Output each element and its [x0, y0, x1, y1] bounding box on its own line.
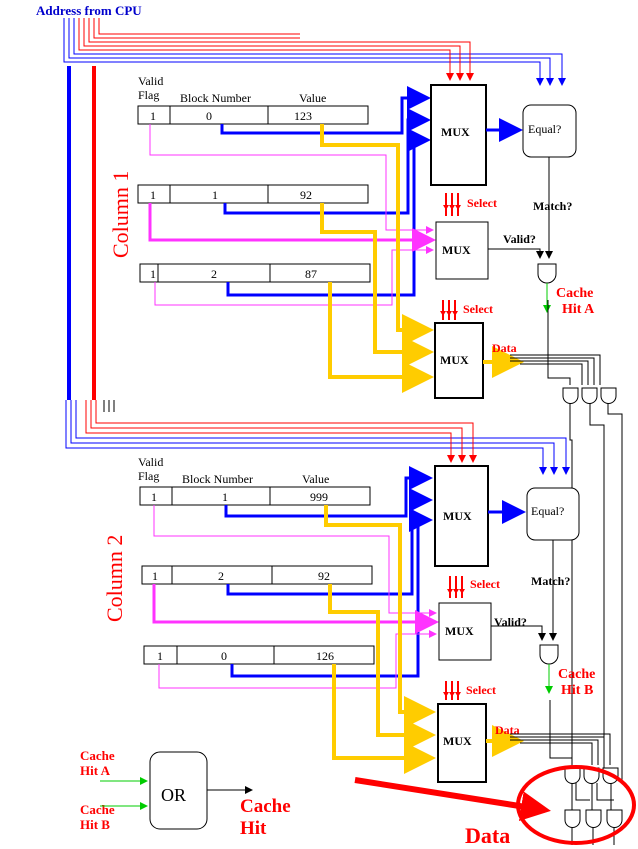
select-label: Select — [466, 683, 496, 697]
match-label: Match? — [533, 199, 572, 213]
or-input-a-label: Hit A — [80, 763, 111, 778]
hit-label: Cache — [558, 667, 595, 682]
row-value: 87 — [305, 267, 317, 281]
value-header: Value — [299, 91, 326, 105]
cache-row: 1 2 92 — [141, 565, 373, 585]
row-value: 92 — [318, 569, 330, 583]
mux-label: MUX — [443, 509, 472, 523]
cache-row: 1 1 92 — [137, 184, 369, 204]
row-block: 2 — [211, 267, 217, 281]
row-block: 1 — [222, 490, 228, 504]
column-title: Column 2 — [102, 535, 127, 622]
hit-label: Cache — [556, 286, 593, 301]
row-block: 0 — [221, 649, 227, 663]
valid-header: Valid — [138, 74, 163, 88]
row-flag: 1 — [150, 267, 156, 281]
row-value: 123 — [294, 109, 312, 123]
row-block: 0 — [206, 109, 212, 123]
match-label: Match? — [531, 574, 570, 588]
flag-header: Flag — [138, 88, 159, 102]
mux-label: MUX — [441, 125, 470, 139]
cache-row: 1 0 126 — [143, 645, 375, 665]
equal-label: Equal? — [528, 122, 561, 136]
row-flag: 1 — [152, 569, 158, 583]
value-header: Value — [302, 472, 329, 486]
column-title: Column 1 — [108, 171, 133, 258]
data-label: Data — [492, 341, 517, 355]
column-2: Valid Flag Block Number Value Column 2 1… — [65, 400, 623, 845]
cache-row: 1 1 999 — [139, 486, 371, 506]
column-1: Valid Flag Block Number Value Column 1 1… — [63, 18, 623, 780]
row-flag: 1 — [157, 649, 163, 663]
mux-label: MUX — [440, 353, 469, 367]
mux-label: MUX — [443, 734, 472, 748]
or-input-b-label: Cache — [80, 802, 115, 817]
or-output-label: Cache — [240, 796, 291, 817]
select-label: Select — [467, 196, 497, 210]
data-pointer-arrow — [354, 777, 551, 822]
valid-header: Valid — [138, 455, 163, 469]
row-value: 126 — [316, 649, 334, 663]
select-label: Select — [463, 302, 493, 316]
select-label: Select — [470, 577, 500, 591]
row-block: 1 — [212, 188, 218, 202]
block-number-header: Block Number — [180, 91, 251, 105]
row-flag: 1 — [151, 490, 157, 504]
or-input-b-label: Hit B — [80, 817, 110, 832]
or-input-a-label: Cache — [80, 748, 115, 763]
cache-row: 1 2 87 — [139, 263, 371, 283]
flag-header: Flag — [138, 469, 159, 483]
data-label: Data — [495, 723, 520, 737]
valid-check-label: Valid? — [503, 232, 536, 246]
or-gate: Cache Hit A Cache Hit B OR Cache Hit — [80, 748, 291, 839]
row-block: 2 — [218, 569, 224, 583]
row-value: 92 — [300, 188, 312, 202]
or-label: OR — [161, 785, 186, 805]
equal-label: Equal? — [531, 504, 564, 518]
row-flag: 1 — [150, 188, 156, 202]
cache-row: 1 0 123 — [137, 105, 369, 125]
row-flag: 1 — [150, 109, 156, 123]
data-output-label: Data — [465, 823, 510, 848]
hit-label: Hit A — [562, 302, 595, 317]
mux-label: MUX — [445, 624, 474, 638]
or-output-label: Hit — [240, 818, 267, 839]
block-number-header: Block Number — [182, 472, 253, 486]
row-value: 999 — [310, 490, 328, 504]
address-label: Address from CPU — [36, 3, 142, 18]
valid-check-label: Valid? — [494, 615, 527, 629]
mux-label: MUX — [442, 243, 471, 257]
hit-label: Hit B — [561, 683, 593, 698]
